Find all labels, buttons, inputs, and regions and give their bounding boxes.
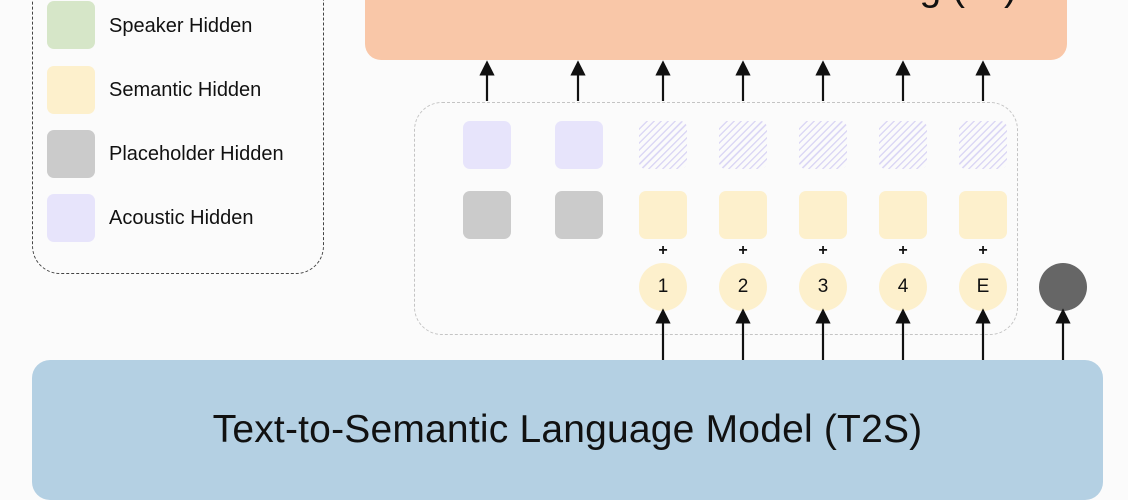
plus-sign: +: [738, 242, 748, 259]
end-token-dot: [1039, 263, 1087, 311]
plus-sign: +: [898, 242, 908, 259]
placeholder-hidden-tile: [463, 191, 511, 239]
semantic-hidden-tile: [639, 191, 687, 239]
token-circle-4: 4: [879, 263, 927, 311]
masked-acoustic-tile: [639, 121, 687, 169]
semantic-hidden-tile: [719, 191, 767, 239]
semantic-hidden-tile: [959, 191, 1007, 239]
t2s-model-block: Text-to-Semantic Language Model (T2S): [32, 360, 1103, 500]
plus-sign: +: [658, 242, 668, 259]
top-model-title: g (…): [920, 0, 1018, 10]
legend-label-placeholder: Placeholder Hidden: [109, 143, 284, 165]
acoustic-hidden-tile: [555, 121, 603, 169]
arrows-layer: [479, 60, 1071, 360]
t2s-model-title: Text-to-Semantic Language Model (T2S): [212, 408, 923, 451]
plus-sign: +: [818, 242, 828, 259]
placeholder-hidden-tile: [555, 191, 603, 239]
legend-box: [32, 0, 324, 274]
legend-label-semantic: Semantic Hidden: [109, 79, 262, 101]
masked-acoustic-tile: [879, 121, 927, 169]
masked-acoustic-tile: [959, 121, 1007, 169]
legend-swatch-placeholder: [47, 130, 95, 178]
legend-swatch-speaker: [47, 1, 95, 49]
masked-acoustic-tile: [719, 121, 767, 169]
token-circle-end: E: [959, 263, 1007, 311]
plus-sign: +: [978, 242, 988, 259]
acoustic-hidden-tile: [463, 121, 511, 169]
token-circle-1: 1: [639, 263, 687, 311]
legend-swatch-acoustic: [47, 194, 95, 242]
legend-label-speaker: Speaker Hidden: [109, 15, 253, 37]
legend-swatch-semantic: [47, 66, 95, 114]
semantic-hidden-tile: [799, 191, 847, 239]
semantic-hidden-tile: [879, 191, 927, 239]
masked-acoustic-tile: [799, 121, 847, 169]
token-circle-2: 2: [719, 263, 767, 311]
token-frame: [414, 102, 1018, 335]
legend-label-acoustic: Acoustic Hidden: [109, 207, 254, 229]
token-circle-3: 3: [799, 263, 847, 311]
top-model-block: g (…): [365, 0, 1067, 60]
